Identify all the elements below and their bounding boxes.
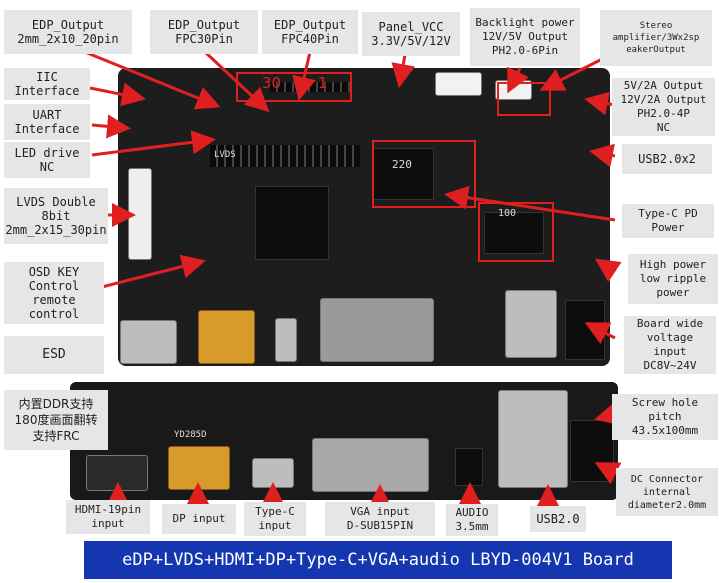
label-typec-input: Type-C input	[244, 502, 306, 536]
label-ddr-frc: 内置DDR支持 180度画面翻转 支持FRC	[4, 390, 108, 450]
vga-port	[312, 438, 429, 492]
label-screw-hole: Screw hole pitch 43.5x100mm	[612, 394, 718, 440]
label-vga-input: VGA input D-SUB15PIN	[325, 502, 435, 536]
label-high-power: High power low ripple power	[628, 254, 718, 304]
fpc-highlight-box	[236, 72, 352, 102]
inductor-220-silk: 220	[392, 158, 412, 171]
label-backlight-power: Backlight power 12V/5V Output PH2.0-6Pin	[470, 8, 580, 66]
label-5v-12v-output: 5V/2A Output 12V/2A Output PH2.0-4P NC	[612, 78, 715, 136]
lvds-silk: LVDS	[214, 150, 236, 160]
label-usb2: USB2.0	[530, 506, 586, 532]
hdmi-port-top	[120, 320, 177, 364]
inductor-100-silk: 100	[498, 208, 517, 219]
label-edp-fpc40: EDP_Output FPC40Pin	[262, 10, 358, 54]
backlight-connector	[435, 72, 482, 96]
conn-pin-1: 1	[318, 74, 328, 92]
label-hdmi-input: HDMI-19pin input	[66, 500, 150, 534]
label-iic: IIC Interface	[4, 68, 90, 100]
board-title-banner: eDP+LVDS+HDMI+DP+Type-C+VGA+audio LBYD-0…	[84, 541, 672, 579]
label-dp-input: DP input	[162, 504, 236, 534]
label-stereo-amplifier: Stereo amplifier/3Wx2sp eakerOutput	[600, 10, 712, 66]
usb-port-top	[505, 290, 557, 358]
vga-port-top	[320, 298, 434, 362]
panel-vcc-highlight-box	[372, 140, 476, 208]
label-wide-voltage: Board wide voltage input DC8V~24V	[624, 316, 716, 374]
label-audio: AUDIO 3.5mm	[446, 504, 498, 536]
dp-port-top	[198, 310, 255, 364]
label-esd: ESD	[4, 336, 104, 374]
label-uart: UART Interface	[4, 104, 90, 140]
label-panel-vcc: Panel_VCC 3.3V/5V/12V	[362, 12, 460, 56]
label-typec-pd: Type-C PD Power	[622, 204, 714, 238]
usb-port-stack	[498, 390, 568, 488]
label-osd-key: OSD KEY Control remote control	[4, 262, 104, 324]
power-module	[484, 212, 544, 254]
label-lvds: LVDS Double 8bit 2mm_2x15_30pin	[4, 188, 108, 244]
label-usb2x2: USB2.0x2	[622, 144, 712, 174]
typec-port-top	[275, 318, 297, 362]
label-led-drive: LED drive NC	[4, 142, 90, 178]
main-chip	[255, 186, 329, 260]
label-edp-2x10: EDP_Output 2mm_2x10_20pin	[4, 10, 132, 54]
label-dc-connector: DC Connector internal diameter2.0mm	[616, 468, 718, 516]
power-highlight-box	[478, 202, 554, 262]
lvds-header	[210, 145, 360, 167]
model-silk: YD285D	[174, 430, 207, 440]
label-edp-fpc30: EDP_Output FPC30Pin	[150, 10, 258, 54]
